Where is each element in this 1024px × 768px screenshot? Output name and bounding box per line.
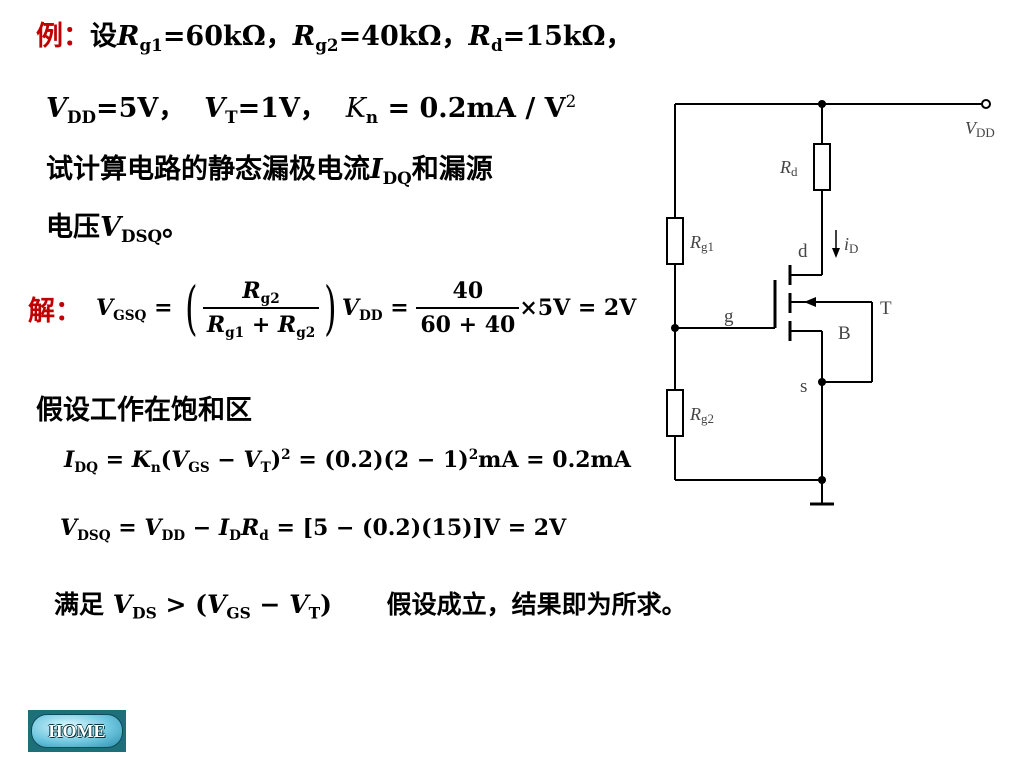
svg-text:d: d [798, 241, 808, 262]
svg-text:g: g [724, 306, 734, 327]
conclusion-line: 满足 VDS > (VGS − VT) 假设成立，结果即为所求。 [54, 590, 687, 623]
home-button[interactable]: HOME [28, 710, 126, 752]
vdd-terminal [981, 99, 991, 109]
svg-text:Rg1: Rg1 [689, 232, 714, 254]
problem-line-4: 电压VDSQ。 [46, 212, 190, 246]
body-arrow-icon [804, 297, 816, 307]
solution-equation-2: IDQ = Kn(VGS − VT)2 = (0.2)(2 − 1)2mA = … [64, 446, 631, 476]
svg-text:T: T [880, 298, 892, 319]
svg-text:VDD: VDD [965, 118, 995, 140]
solution-equation-3: VDSQ = VDD − IDRd = [5 − (0.2)(15)]V = 2… [60, 515, 567, 544]
assumption-text: 假设工作在饱和区 [36, 395, 252, 426]
fraction-rg: Rg2 Rg1 + Rg2 [202, 278, 320, 340]
problem-line-3: 试计算电路的静态漏极电流IDQ和漏源 [46, 154, 493, 188]
solution-equation-1: 解： VGSQ = ( Rg2 Rg1 + Rg2 ) VDD = 40 60 … [28, 274, 637, 342]
current-arrow-icon [832, 248, 840, 258]
home-button-pill[interactable]: HOME [31, 714, 123, 748]
svg-text:s: s [800, 376, 807, 397]
example-label: 例： [36, 21, 90, 52]
svg-text:B: B [838, 323, 851, 344]
svg-text:iD: iD [844, 234, 858, 256]
svg-text:Rg2: Rg2 [689, 404, 714, 426]
mosfet-circuit-diagram: VDD Rd Rg1 Rg2 iD d g s T B [666, 99, 995, 506]
rg1-resistor [666, 217, 684, 265]
rg2-resistor [666, 389, 684, 437]
fraction-numeric: 40 60 + 40 [416, 278, 520, 338]
svg-text:Rd: Rd [779, 157, 798, 179]
solution-label: 解： [28, 295, 82, 327]
problem-line-1: 例：设Rg1=60kΩ，Rg2=40kΩ，Rd=15kΩ， [36, 21, 633, 55]
problem-line-2: VDD=5V， VT=1V， Kn = 0.2mA / V2 [46, 90, 577, 127]
rd-resistor [813, 143, 831, 191]
